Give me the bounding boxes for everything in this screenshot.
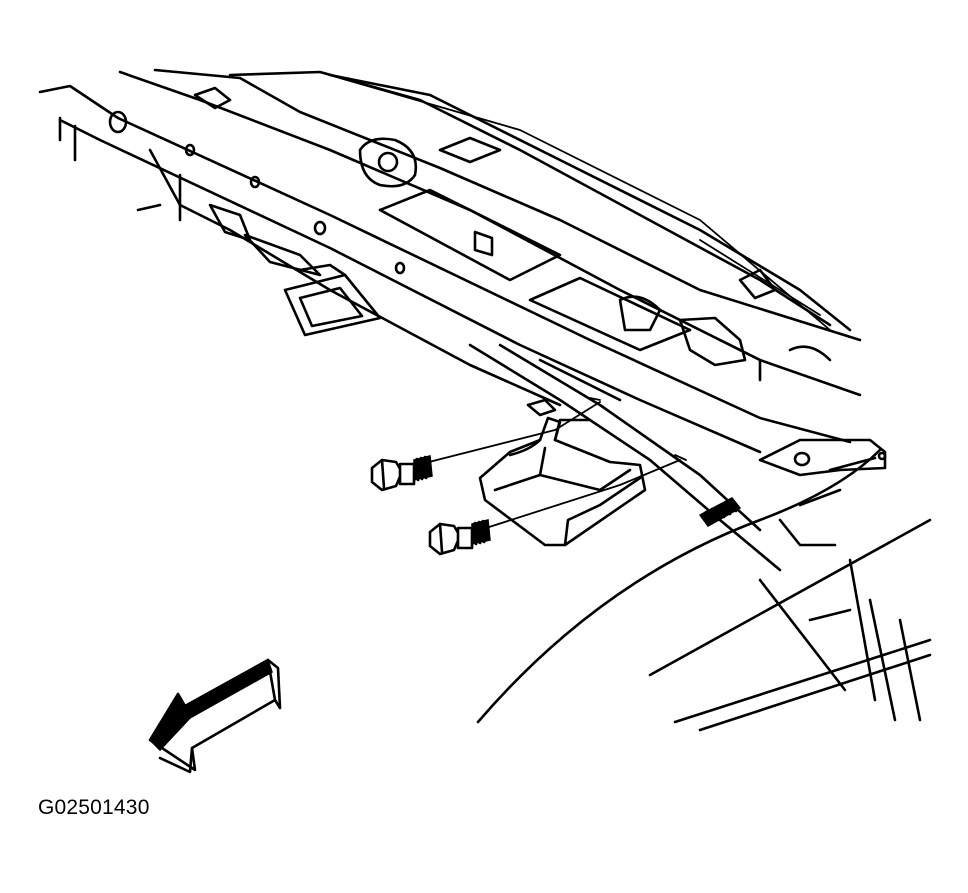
figure-id-label: G02501430 [38,796,150,819]
upper-support-structure [193,77,832,382]
left-duct-assembly [208,203,382,337]
right-side-bracket [758,438,887,477]
bolt-lower-icon [428,454,687,556]
front-direction-arrow-icon [148,658,282,774]
frame-rail [38,68,862,454]
mounting-bracket-icon [478,398,647,547]
threaded-stud-icon [698,497,742,527]
bolt-upper-icon [370,397,601,492]
diagonal-braces [468,343,932,732]
